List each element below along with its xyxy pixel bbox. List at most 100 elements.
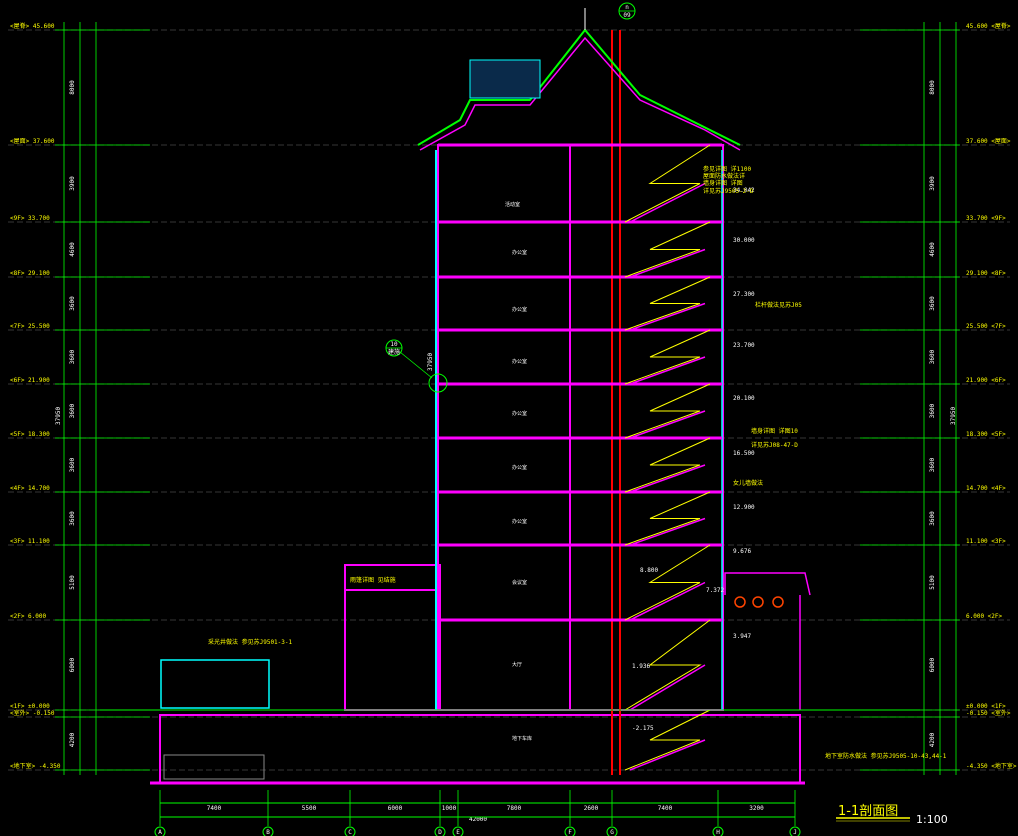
stair-level-label: 9.676 [733,548,751,555]
bottom-dim: 6000 [388,805,403,812]
stair-flights [624,144,711,771]
room-label: 大厅 [512,661,522,668]
story-dim: 3600 [69,296,76,311]
overall-height-dim: 37950 [427,353,434,371]
axis-label: G [610,829,614,836]
bottom-dim: 3200 [749,805,764,812]
level-label: <2F> 6.000 [10,613,47,620]
axis-bubble [606,826,618,836]
bottom-dim: 7800 [507,805,522,812]
level-label: <4F> 14.700 [10,485,50,492]
story-dimensions-right: 8000390046003600360036003600360051006000… [929,80,936,747]
level-labels-left: <屋脊> 45.600<屋面> 37.600<9F> 33.700<8F> 29… [10,22,61,770]
stair-flight [624,544,711,621]
story-dim: 4600 [69,242,76,257]
detail-circle [428,373,448,393]
level-label: 6.000 <2F> [966,613,1003,620]
story-dim: 3600 [929,403,936,418]
room-label: 办公室 [512,249,527,256]
story-dim: 5100 [929,575,936,590]
roof-dormer [469,59,541,99]
story-dim: 6000 [929,657,936,672]
axis-bubble [344,826,356,836]
stair-stringer [629,356,706,385]
total-dimension: 42000 [469,816,487,823]
stair-stringer [629,410,706,439]
annotation-note: 墙身详图 详图 [703,179,743,187]
stair-level-label: -2.175 [632,725,654,732]
axis-label: E [456,829,460,836]
story-dimensions-left: 8000390046003600360036003600360051006000… [69,80,76,747]
stair-level-label: 1.936 [632,663,650,670]
story-dim: 3600 [929,511,936,526]
annotation-note: 屋面防水做法详 [703,172,745,180]
axis-bubble [154,826,166,836]
level-label: 33.700 <9F> [966,215,1006,222]
ornament [734,596,746,608]
axis-bubble [564,826,576,836]
story-dim: 5100 [69,575,76,590]
stair-stringer [629,739,706,771]
light-well [160,659,270,709]
bottom-dim: 7400 [658,805,673,812]
axis-label: A [158,829,162,836]
ornament [752,596,764,608]
room-label: 地下车库 [512,735,532,742]
stair-level-label: 34.042 [733,187,755,194]
entrance-canopy [724,572,811,596]
callout-sheet: 09 [623,12,631,19]
level-label: 21.900 <6F> [966,377,1006,384]
level-grid-lines [8,22,1010,775]
level-label: <6F> 21.900 [10,377,50,384]
podium-block [344,564,441,711]
stair-level-label: 3.947 [733,633,751,640]
level-label: 37.600 <屋面> [966,138,1011,145]
room-label: 办公室 [512,464,527,471]
stair-stringer [629,664,706,711]
stair-stringer [629,302,706,331]
stair-level-label: 8.800 [640,567,658,574]
bottom-dim: 7400 [207,805,222,812]
annotation-note: 详见苏J08-47-D [751,441,798,449]
roof-inner-line [419,36,741,151]
stair-level-label: 16.500 [733,450,755,457]
level-label: <屋脊> 45.600 [10,22,55,30]
story-dim: 3600 [929,349,936,364]
axis-bubble [712,826,724,836]
level-label: 11.100 <3F> [966,538,1006,545]
story-dim: 3600 [69,457,76,472]
room-label: 办公室 [512,518,527,525]
story-dim: 3600 [69,349,76,364]
room-label: 办公室 [512,410,527,417]
level-labels-right: 45.600 <屋脊>37.600 <屋面>33.700 <9F>29.100 … [966,22,1017,770]
annotation-note: 参见详图 详1100 [703,165,751,173]
axis-bubble [262,826,274,836]
ornament [772,596,784,608]
level-label: <室外> -0.150 [10,709,55,717]
annotation-note: 详见苏J9505-2-D [703,187,754,195]
room-label: 活动室 [505,201,520,208]
annotation-note: 采光井做法 参见苏J9501-3-1 [208,638,293,646]
room-label: 会议室 [512,579,527,586]
level-label: <9F> 33.700 [10,215,50,222]
callout-number: 10 [390,341,398,348]
axis-bubble [789,826,801,836]
callout-wall: 10 建施 [385,339,448,393]
stair-flight [624,144,711,223]
level-label: <1F> ±0.000 [10,703,50,710]
stair-flight [624,491,711,546]
annotation-note: 墙身详图 详图10 [751,427,798,435]
light-well-pit [163,754,265,780]
story-dim: 3900 [929,176,936,191]
axis-label: F [568,829,572,836]
stair-flight [624,276,711,331]
story-dim: 4600 [929,242,936,257]
level-label: 18.300 <5F> [966,431,1006,438]
axis-label: H [716,829,720,836]
stair-flight [624,383,711,439]
